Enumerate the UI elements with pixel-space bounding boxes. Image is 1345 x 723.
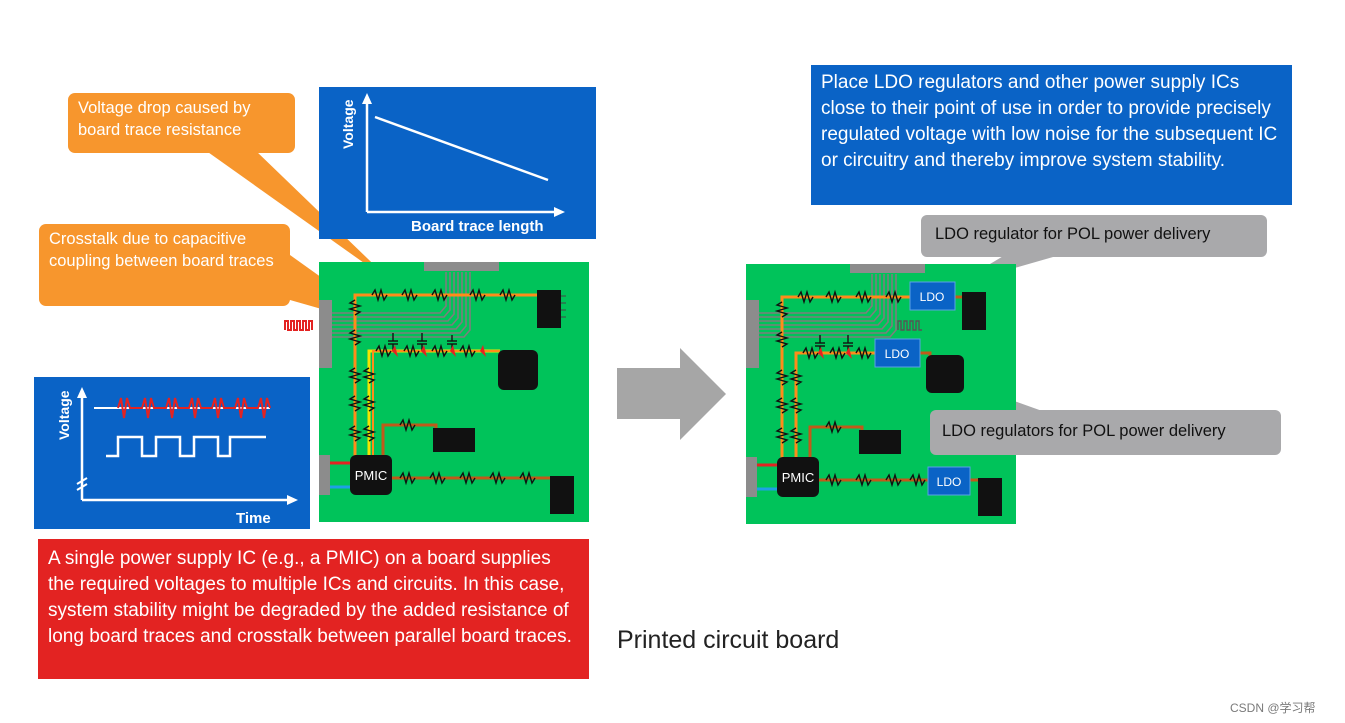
watermark: CSDN @学习帮: [1230, 701, 1316, 715]
crosstalk-spikes: [117, 397, 271, 419]
right-chip-top-right: [962, 292, 986, 330]
right-noise-spikes: [818, 347, 852, 359]
ldo-placement-description: Place LDO regulators and other power sup…: [811, 65, 1292, 205]
voltage-drop-line: [374, 115, 549, 182]
right-bottom-connector: [746, 457, 757, 497]
square-wave: [106, 435, 266, 458]
right-chip-processor: [926, 355, 964, 393]
voltage-time-axis-break-2: [76, 483, 88, 491]
voltage-length-panel: [319, 87, 596, 239]
ldo-placement-description-text: Place LDO regulators and other power sup…: [821, 72, 1278, 171]
ldo-single-callout-text: LDO regulator for POL power delivery: [935, 225, 1211, 243]
left-chip-top-right: [537, 290, 561, 328]
signal-pulse-icon: [284, 320, 313, 331]
right-pmic-chip: [777, 457, 819, 497]
right-chip-middle: [859, 430, 901, 454]
right-ldo-middle: [874, 338, 921, 368]
left-chip-processor: [498, 350, 538, 390]
left-bottom-connector: [319, 455, 330, 495]
voltage-length-xlabel: Board trace length: [411, 218, 544, 235]
right-chip-bottom-right: [978, 478, 1002, 516]
voltage-time-panel: [34, 377, 310, 529]
voltage-length-x-arrow: [554, 207, 565, 217]
ldo-multi-callout-text: LDO regulators for POL power delivery: [942, 422, 1226, 440]
voltage-time-xlabel: Time: [236, 510, 271, 527]
left-top-connector: [424, 262, 499, 271]
voltage-drop-callout: Voltage drop caused by board trace resis…: [68, 93, 295, 153]
ldo-multi-callout: LDO regulators for POL power delivery: [930, 410, 1281, 455]
crosstalk-callout-text: Crosstalk due to capacitive coupling bet…: [49, 230, 274, 270]
right-ldo-top: [909, 281, 956, 311]
voltage-time-y-arrow: [77, 387, 87, 398]
ldo-single-callout: LDO regulator for POL power delivery: [921, 215, 1267, 257]
left-pmic-chip: [350, 455, 392, 495]
figure-caption: Printed circuit board: [617, 626, 840, 654]
left-parallel-bus: [332, 272, 471, 338]
right-ldo-top-label: LDO: [920, 290, 945, 304]
transition-arrow: [617, 348, 726, 440]
crosstalk-callout: Crosstalk due to capacitive coupling bet…: [39, 224, 290, 306]
left-pmic-label: PMIC: [355, 468, 388, 483]
voltage-drop-callout-text: Voltage drop caused by board trace resis…: [78, 99, 251, 139]
voltage-length-ylabel: Voltage: [340, 99, 356, 149]
voltage-time-axis-break-1: [76, 477, 88, 485]
voltage-time-ylabel: Voltage: [56, 390, 72, 440]
left-side-connector: [319, 300, 332, 368]
left-resistors: [347, 287, 536, 486]
single-supply-description-text: A single power supply IC (e.g., a PMIC) …: [48, 548, 572, 647]
voltage-length-y-arrow: [362, 93, 372, 104]
voltage-callout-pointer: [205, 150, 395, 285]
left-chip-top-right-pins: [561, 295, 566, 318]
right-ldo-bottom-label: LDO: [937, 475, 962, 489]
right-ldo-bottom: [927, 466, 971, 496]
right-clean-signal-icon: [897, 320, 922, 331]
voltage-time-x-arrow: [287, 495, 298, 505]
left-pcb: PMIC: [319, 262, 589, 522]
right-pmic-label: PMIC: [782, 470, 815, 485]
right-resistors: [774, 289, 926, 488]
left-chip-bottom-right: [550, 476, 574, 514]
left-chip-middle: [433, 428, 475, 452]
right-ldo-middle-label: LDO: [885, 347, 910, 361]
single-supply-description: A single power supply IC (e.g., a PMIC) …: [38, 539, 589, 679]
right-side-connector: [746, 300, 759, 368]
left-noise-spikes: [392, 345, 486, 357]
right-top-connector: [850, 264, 925, 273]
right-pcb: LDO LDO LDO PMIC: [746, 264, 1016, 524]
left-mid-trace-overlay: [372, 350, 500, 462]
